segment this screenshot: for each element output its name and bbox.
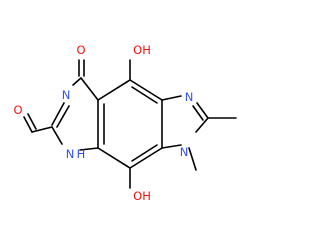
atom-label-n-imidazole-top: N xyxy=(185,90,194,104)
atom-label-o-aldehyde: O xyxy=(13,103,22,117)
atom-label-oh-top: OH xyxy=(133,43,151,57)
atom-labels: O OH N N O N N H OH xyxy=(13,43,193,203)
atom-label-n-ring: N xyxy=(62,88,71,102)
atom-label-nh: N xyxy=(66,147,75,161)
atom-label-nh-hydrogen: H xyxy=(77,147,86,161)
atom-label-o-carbonyl: O xyxy=(76,43,85,57)
chemical-structure-diagram: O OH N N O N N H OH xyxy=(13,43,237,203)
bond-lines xyxy=(23,59,237,189)
atom-label-oh-bottom: OH xyxy=(133,189,151,203)
atom-label-n-imidazole-bottom: N xyxy=(180,145,189,159)
